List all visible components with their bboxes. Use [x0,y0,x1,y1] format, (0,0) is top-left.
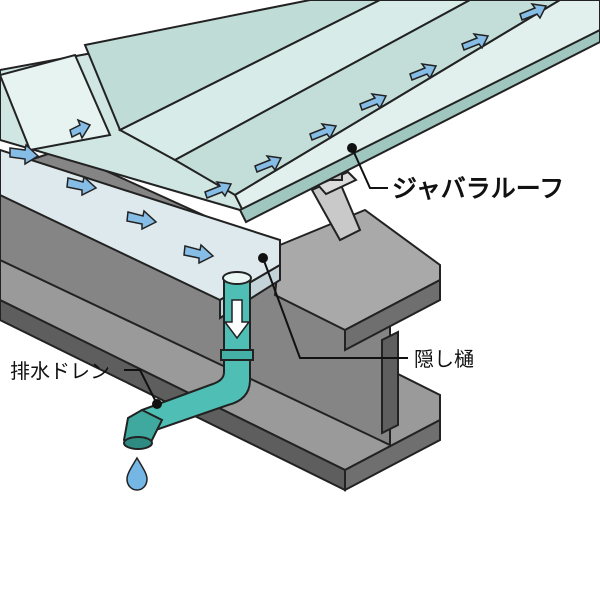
flow-arrow-icon [359,93,388,111]
label-drain: 排水ドレン [10,359,110,383]
flow-arrow-icon [461,33,490,51]
flow-arrow-icon [409,63,438,81]
flow-arrow-icon [126,209,158,231]
beam-upper-flange-front [344,278,441,352]
label-concealed-gutter: 隠し樋 [414,347,474,371]
flow-arrow-icon [66,175,98,197]
beam-web-front [381,330,399,435]
beam-shadow-band [0,298,346,492]
flow-arrow-icon [254,155,283,173]
flow-arrow-icon [519,3,548,21]
leaders [124,143,408,409]
flow-arrows [9,3,548,265]
roof-ridge-2 [83,0,381,132]
flow-arrow-icon [309,123,338,141]
flow-arrow-icon [9,143,40,166]
gutter-leader-line [262,257,408,359]
flow-arrow-icon [204,181,233,199]
flow-arrow-icon [69,118,92,140]
down-arrow-icon [223,299,251,340]
pipe-inlet [222,271,252,285]
roof-ridge-3 [117,0,471,162]
water-drop-icon [126,456,148,491]
roof-eave-edge [238,28,600,224]
pipe-joint [220,349,254,361]
drain-pipe [122,271,254,450]
drain-leader-line [124,369,158,405]
label-jabara-roof: ジャバラルーフ [392,174,564,203]
pipe-outlet-mouth [123,436,153,450]
roof-leader-line [351,147,388,189]
flow-arrow-icon [183,243,215,265]
